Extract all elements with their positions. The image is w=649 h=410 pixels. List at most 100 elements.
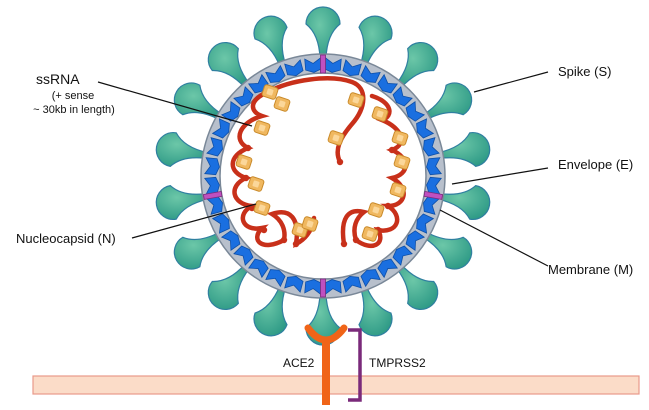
membrane-protein [360,269,381,288]
membrane-protein [426,157,443,176]
membrane-protein [211,213,230,234]
membrane-protein [206,137,223,157]
nucleocapsid-protein [389,182,407,198]
rna-tip [388,146,396,154]
leader-spike [473,71,549,93]
label-spike: Spike (S) [558,64,612,79]
tmprss2-bracket [348,328,362,402]
nucleocapsid-protein [253,200,271,216]
leader-envelope [451,167,549,185]
nucleocapsid-protein [371,106,389,122]
rna-tip [352,236,360,244]
spike-proteins [155,6,491,346]
nucleocapsid-protein [327,130,345,146]
label-ssrna: ssRNA [36,71,80,87]
ace2-cup [304,324,348,344]
nucleocapsid-protein [261,84,279,100]
membrane-proteins [203,56,443,296]
nucleocapsid-protein [301,216,319,232]
spike-protein [207,41,251,89]
membrane-protein [284,59,304,76]
rna-tip [384,202,392,210]
membrane-protein [423,137,440,157]
membrane-protein [265,269,286,288]
label-leader-lines [97,71,549,267]
spike-protein [358,285,393,337]
nucleocapsid-protein [273,96,291,112]
rna-tip [340,240,348,248]
envelope-protein [423,190,444,200]
spike-protein [173,82,224,121]
envelope-proteins [202,54,444,298]
rna-tip [292,240,300,248]
membrane-protein [342,59,362,76]
nucleocapsid-protein [361,226,379,242]
rna-left-strand [230,89,317,248]
cell-membrane [32,375,640,395]
rna-tip [280,236,288,244]
spike-protein [207,263,251,311]
membrane-protein [220,101,241,122]
spike-protein [422,231,473,270]
label-envelope: Envelope (E) [558,157,634,172]
envelope-protein [320,54,326,74]
label-ace2: ACE2 [283,356,315,370]
label-tmprss2: TMPRSS2 [369,356,426,370]
membrane-protein [392,245,413,266]
membrane-protein [416,118,435,139]
envelope-protein [202,190,223,200]
membrane-protein [392,86,413,107]
membrane-protein [211,118,230,139]
label-ssrna-sense: (+ sense [51,90,95,102]
spike-protein [305,6,341,59]
membrane-protein [265,64,286,83]
spike-protein [253,285,288,337]
label-ssrna-length: ~ 30kb in length) [33,104,115,116]
label-membrane: Membrane (M) [548,262,634,277]
rna-tip [248,204,256,212]
membrane-protein [248,258,269,279]
membrane-protein [377,73,398,94]
spike-protein [155,185,209,221]
nucleocapsid-protein [391,130,409,146]
spike-protein [437,131,491,167]
rna-tip [260,226,268,234]
membrane-protein [342,276,362,293]
membrane-protein [405,101,426,122]
leader-ssrna [97,81,253,127]
envelope-protein [320,278,326,298]
spike-protein [253,15,288,67]
leader-membrane [439,209,549,267]
nucleocapsid-proteins [235,84,411,242]
nucleocapsid-protein [393,154,411,170]
spike-protein [155,131,209,167]
spike-protein [358,15,393,67]
membrane-protein [360,64,381,83]
membrane-protein [416,213,435,234]
membrane-protein [377,258,398,279]
spike-protein [437,185,491,221]
membrane-protein [233,86,254,107]
rna-tip [244,144,252,152]
rna-tip [242,174,250,182]
ace2-stem [322,342,330,405]
membrane-protein [203,157,220,176]
ace2-receptor [304,324,348,405]
membrane-protein [284,276,304,293]
rna-tips [242,144,396,248]
leader-nucleocapsid [131,203,257,239]
spike-protein [395,41,439,89]
nucleocapsid-protein [367,202,385,218]
nucleocapsid-protein [253,120,271,136]
nucleocapsid-protein [235,154,253,170]
membrane-protein [233,245,254,266]
spike-protein [422,82,473,121]
spike-protein [173,231,224,270]
rna-tip [336,158,344,166]
label-nucleocapsid: Nucleocapsid (N) [16,231,116,246]
nucleocapsid-protein [347,92,365,108]
spike-protein [395,263,439,311]
membrane-protein [220,230,241,251]
